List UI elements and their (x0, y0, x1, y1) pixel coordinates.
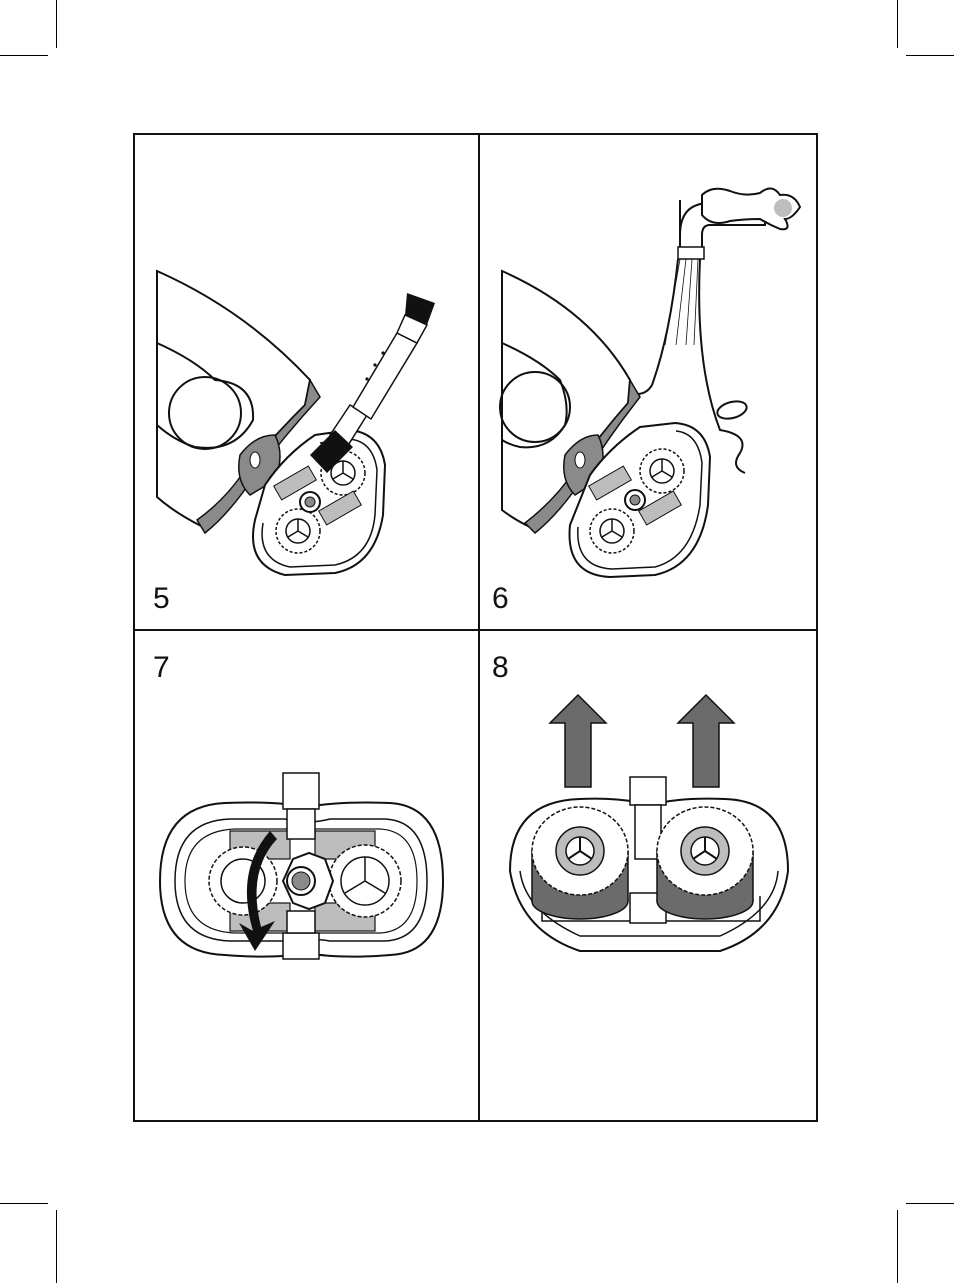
crop-mark (897, 1210, 898, 1283)
step-number: 7 (153, 653, 170, 683)
instruction-grid: 5 (133, 133, 818, 1122)
crop-mark (897, 0, 898, 48)
crop-mark (906, 55, 954, 56)
step-number: 6 (492, 584, 509, 614)
lift-cutters-illustration (480, 631, 820, 1122)
panel-8: 8 (480, 631, 820, 1122)
tap-rinsing-illustration (480, 135, 820, 629)
crop-mark (906, 1203, 954, 1204)
step-number: 8 (492, 653, 509, 683)
up-arrow-icon (678, 695, 734, 787)
panel-6: 6 (480, 135, 820, 629)
crop-mark (0, 1203, 48, 1204)
unlock-rotate-illustration (135, 631, 478, 1122)
up-arrow-icon (550, 695, 606, 787)
crop-mark (56, 0, 57, 48)
step-number: 5 (153, 584, 170, 614)
panel-5: 5 (135, 135, 478, 629)
panel-7: 7 (135, 631, 478, 1122)
crop-mark (56, 1210, 57, 1283)
crop-mark (0, 55, 48, 56)
brush-cleaning-illustration (135, 135, 478, 629)
